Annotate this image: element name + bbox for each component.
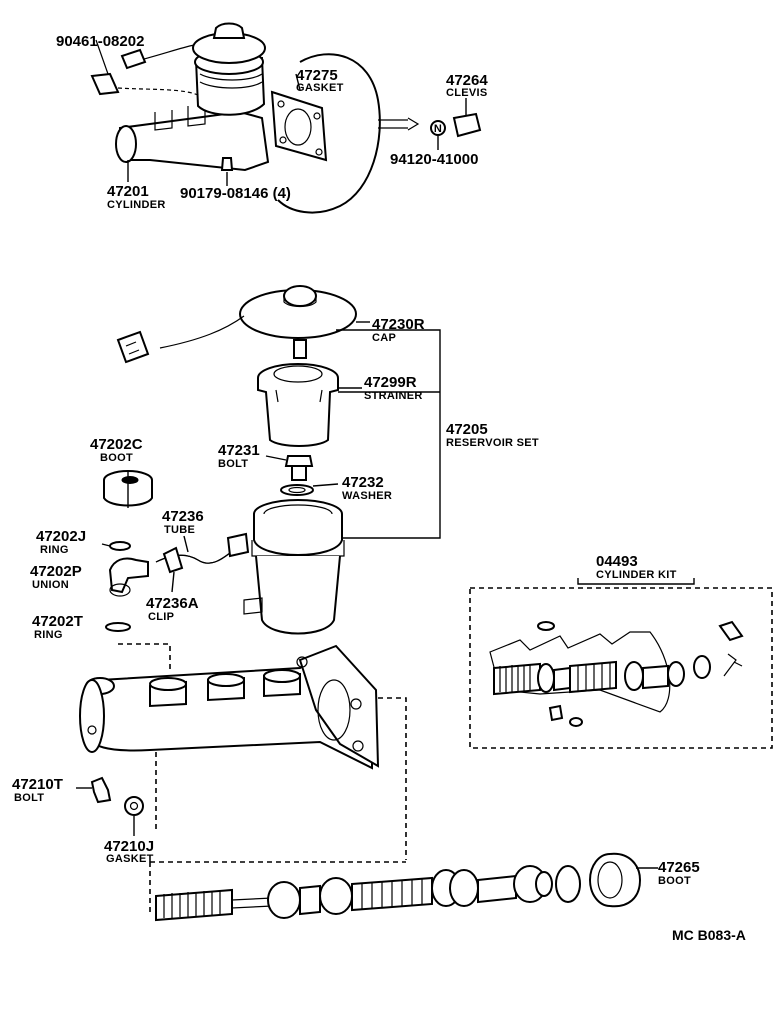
label-boot-right: BOOT bbox=[658, 875, 691, 887]
snap-ring bbox=[555, 865, 581, 903]
kit-boot-ring bbox=[693, 655, 711, 679]
washer-47232 bbox=[280, 484, 314, 496]
label-47232: 47232 bbox=[342, 474, 384, 491]
boot-47265 bbox=[589, 852, 642, 908]
kit-piston-assembly bbox=[493, 655, 711, 696]
label-47202p: 47202P bbox=[30, 563, 82, 580]
ring-47202t bbox=[105, 622, 131, 632]
top-assembly: N bbox=[90, 22, 482, 214]
bolt-47231 bbox=[284, 455, 314, 467]
booster-gasket bbox=[270, 90, 328, 162]
label-47202c: 47202C bbox=[90, 436, 143, 453]
label-cylinder-kit: CYLINDER KIT bbox=[596, 569, 677, 581]
label-boot-left: BOOT bbox=[100, 452, 133, 464]
label-47299r: 47299R bbox=[364, 374, 417, 391]
label-bolt-mid: BOLT bbox=[218, 458, 248, 470]
clip-90461 bbox=[90, 72, 120, 96]
label-clip: CLIP bbox=[148, 611, 174, 623]
label-gasket-top: GASKET bbox=[296, 82, 344, 94]
label-gasket-low: GASKET bbox=[106, 853, 154, 865]
gasket-47210j bbox=[124, 796, 144, 816]
bolt-47210t bbox=[90, 776, 112, 804]
label-47201: 47201 bbox=[107, 183, 149, 200]
cap-connector bbox=[116, 330, 150, 364]
label-90461-08202: 90461-08202 bbox=[56, 33, 144, 50]
label-cylinder: CYLINDER bbox=[107, 199, 166, 211]
label-bolt-low: BOLT bbox=[14, 792, 44, 804]
master-cylinder-top bbox=[118, 110, 270, 172]
label-union: UNION bbox=[32, 579, 69, 591]
label-47264: 47264 bbox=[446, 72, 488, 89]
label-47205: 47205 bbox=[446, 421, 488, 438]
svg-text:N: N bbox=[434, 123, 442, 135]
label-47210t: 47210T bbox=[12, 776, 63, 793]
label-reservoir-set: RESERVOIR SET bbox=[446, 437, 539, 449]
label-47210j: 47210J bbox=[104, 838, 154, 855]
label-washer: WASHER bbox=[342, 490, 392, 502]
ring-47202j bbox=[109, 541, 131, 551]
label-tube: TUBE bbox=[164, 524, 195, 536]
label-47202j: 47202J bbox=[36, 528, 86, 545]
bolt-90179 bbox=[220, 157, 234, 171]
reservoir-exploded bbox=[101, 285, 441, 635]
cylinder-kit-box bbox=[469, 578, 773, 749]
label-clevis: CLEVIS bbox=[446, 87, 488, 99]
float-connector bbox=[120, 48, 147, 70]
label-47231: 47231 bbox=[218, 442, 260, 459]
label-47265: 47265 bbox=[658, 859, 700, 876]
label-47275: 47275 bbox=[296, 67, 338, 84]
master-cylinder-body bbox=[79, 643, 407, 912]
label-94120-41000: 94120-41000 bbox=[390, 151, 478, 168]
label-90179-08146: 90179-08146 (4) bbox=[180, 185, 291, 202]
clevis bbox=[452, 112, 482, 138]
label-ring-t: RING bbox=[34, 629, 63, 641]
label-47202t: 47202T bbox=[32, 613, 83, 630]
label-ring-j: RING bbox=[40, 544, 69, 556]
brake-booster bbox=[277, 53, 381, 214]
label-47236: 47236 bbox=[162, 508, 204, 525]
figure-code: MC B083-A bbox=[672, 927, 746, 943]
nut-94120 bbox=[430, 120, 446, 136]
label-47236a: 47236A bbox=[146, 595, 199, 612]
label-47230r: 47230R bbox=[372, 316, 425, 333]
label-cap: CAP bbox=[372, 332, 396, 344]
lower-piston-assembly bbox=[155, 852, 658, 922]
label-04493: 04493 bbox=[596, 553, 638, 570]
label-strainer: STRAINER bbox=[364, 390, 423, 402]
